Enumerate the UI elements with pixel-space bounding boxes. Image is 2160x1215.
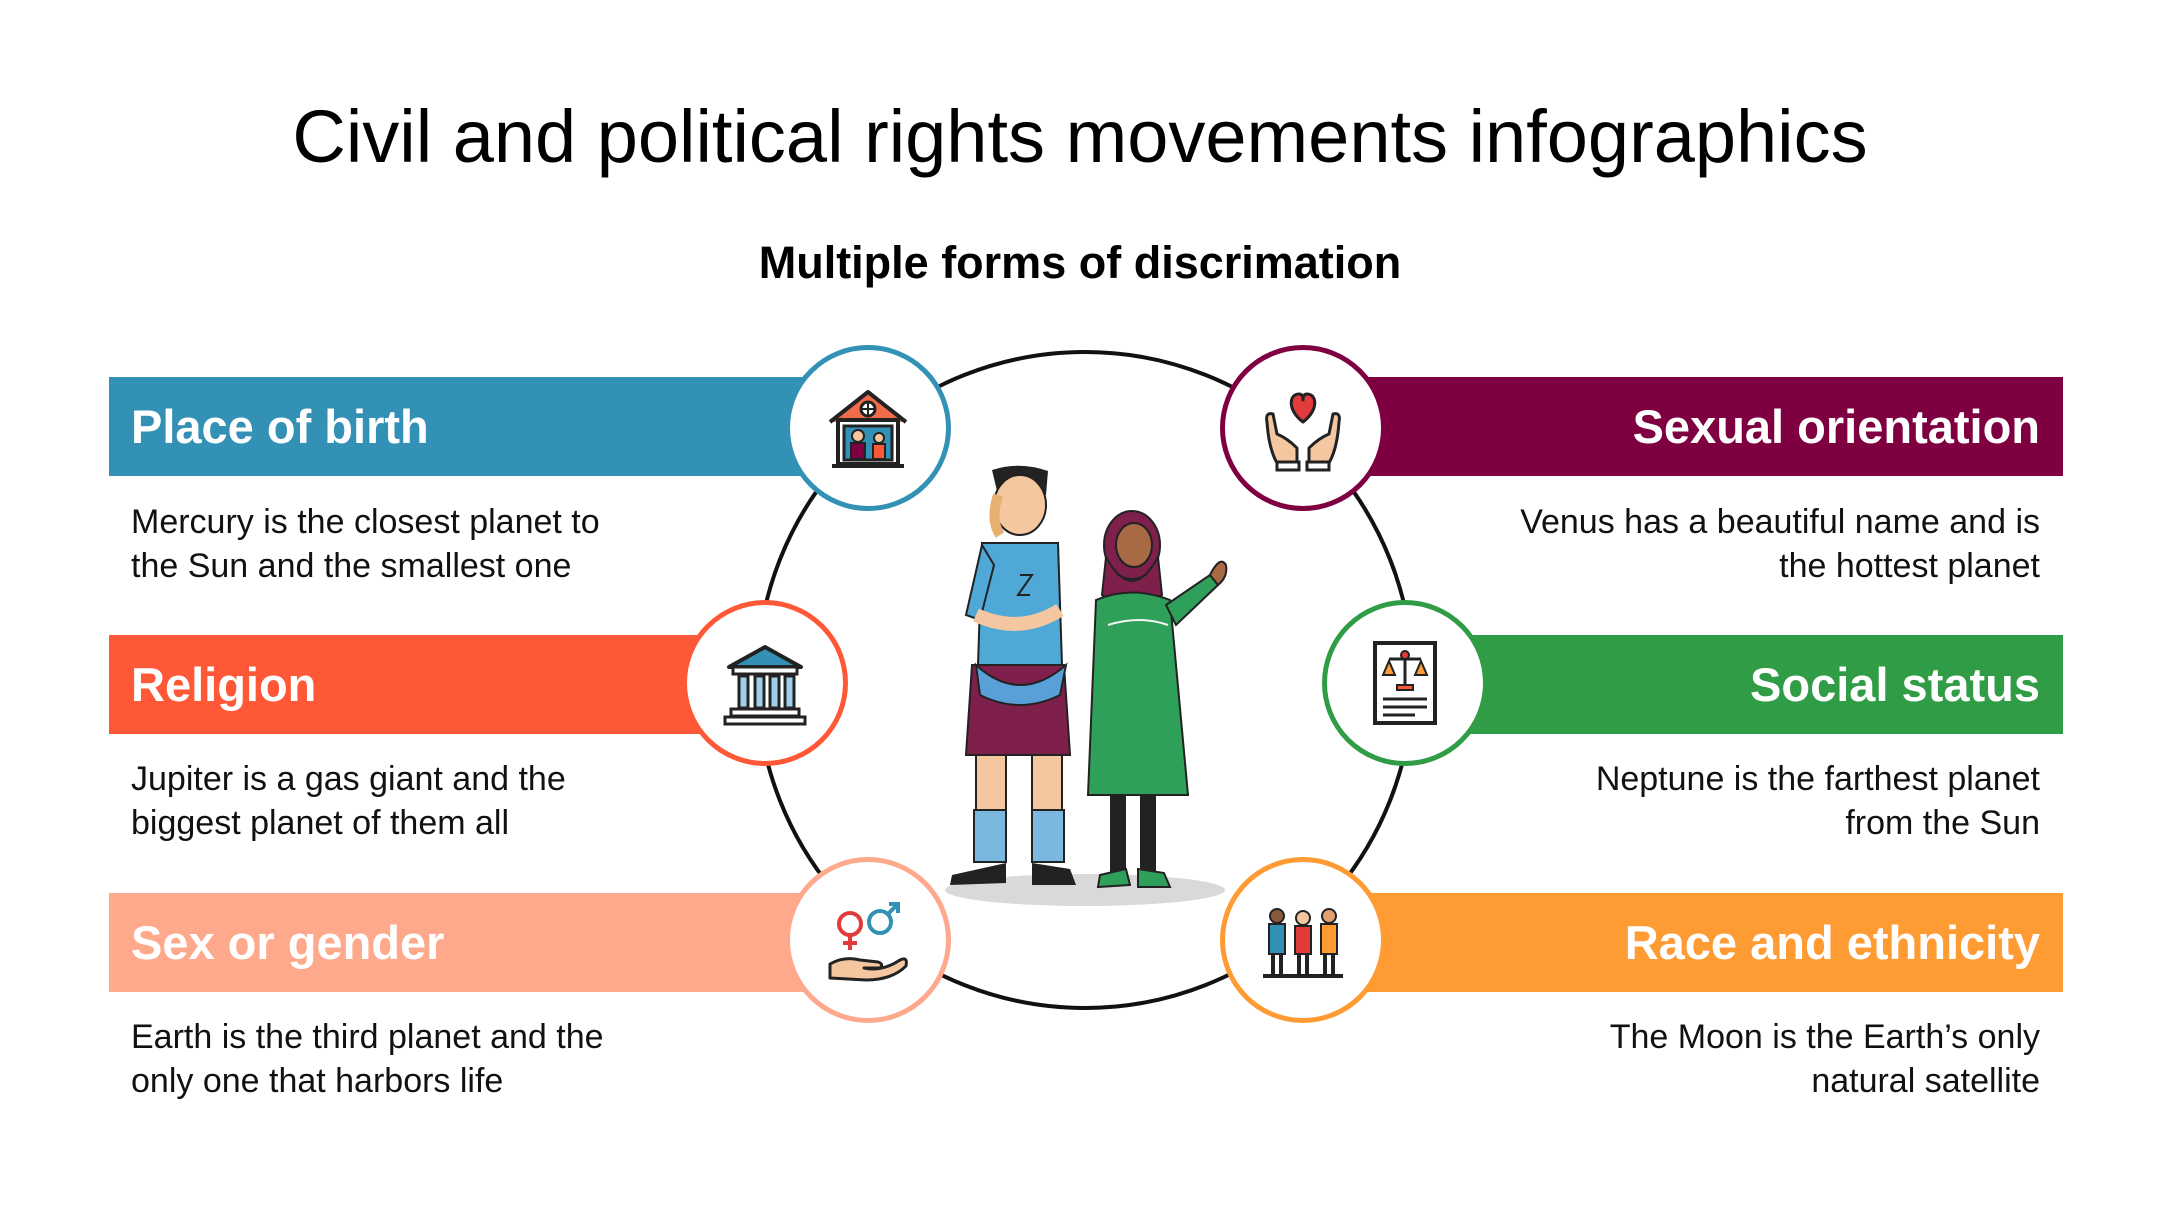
description-sexual-orientation: Venus has a beautiful name and is the ho… [1520,503,2040,585]
diverse-people-icon [1263,908,1343,978]
page-subtitle: Multiple forms of discrimation [758,237,1402,288]
sexual-orientation-icon-circle [1220,345,1386,511]
banner-social-status: Social status [1440,635,2063,734]
banner-place-of-birth: Place of birth [109,377,829,476]
heart-hands-icon [1265,392,1341,472]
description-race-and-ethnicity: The Moon is the Earth’s only natural sat… [1609,1018,2040,1100]
banner-label: Social status [1750,658,2040,711]
religion-icon-circle [682,600,848,766]
banner-race-and-ethnicity: Race and ethnicity [1340,893,2063,992]
banner-sexual-orientation: Sexual orientation [1340,377,2063,476]
banner-label: Sexual orientation [1632,400,2040,453]
description-place-of-birth: Mercury is the closest planet to the Sun… [131,503,600,585]
race-and-ethnicity-icon-circle [1220,857,1386,1023]
banner-label: Religion [131,658,317,711]
social-status-icon-circle [1322,600,1488,766]
justice-document-icon [1373,641,1437,725]
banner-label: Race and ethnicity [1624,916,2040,969]
place-of-birth-icon-circle [785,345,951,511]
temple-icon [723,645,807,726]
description-religion: Jupiter is a gas giant and the biggest p… [131,760,566,842]
banner-religion: Religion [109,635,729,734]
sex-or-gender-icon-circle [785,857,951,1023]
banner-sex-or-gender: Sex or gender [109,893,829,992]
house-family-icon [828,390,908,468]
couple-illustration [945,465,1228,906]
gender-hand-icon [828,902,908,982]
banner-label: Place of birth [131,400,429,453]
description-sex-or-gender: Earth is the third planet and the only o… [131,1018,604,1100]
page-title: Civil and political rights movements inf… [292,95,1868,178]
description-social-status: Neptune is the farthest planet from the … [1595,760,2040,842]
banner-label: Sex or gender [131,916,445,969]
